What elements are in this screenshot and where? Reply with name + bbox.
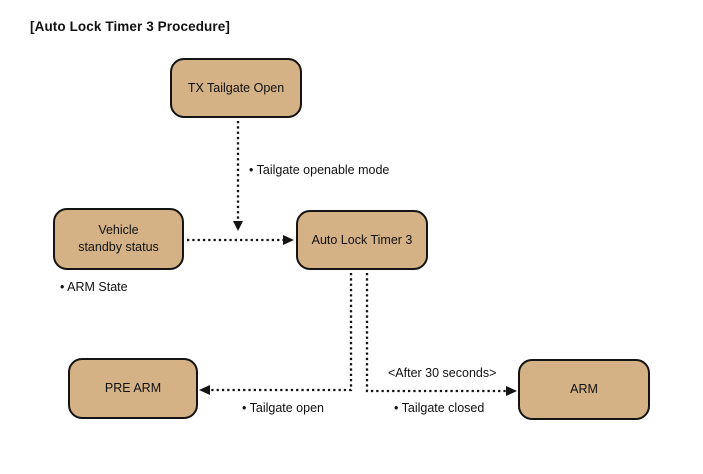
- node-auto-lock-timer-3: Auto Lock Timer 3: [296, 210, 428, 270]
- node-pre-arm: PRE ARM: [68, 358, 198, 419]
- node-arm: ARM: [518, 359, 650, 420]
- node-vehicle-standby-status: Vehicle standby status: [53, 208, 184, 270]
- label-tailgate-closed: • Tailgate closed: [394, 401, 485, 415]
- edge-timer-to-prearm: [210, 273, 353, 392]
- label-after-30-seconds: <After 30 seconds>: [388, 366, 497, 380]
- node-tx-tailgate-open: TX Tailgate Open: [170, 58, 302, 118]
- arrowhead-right-icon: [506, 386, 517, 396]
- arrowhead-left-icon: [199, 385, 210, 395]
- label-tailgate-openable-mode: • Tailgate openable mode: [249, 163, 390, 177]
- arrowhead-right-icon: [283, 235, 294, 245]
- diagram-title: [Auto Lock Timer 3 Procedure]: [30, 19, 230, 34]
- label-tailgate-open: • Tailgate open: [242, 401, 324, 415]
- label-arm-state: • ARM State: [60, 280, 128, 294]
- arrowhead-down-icon: [233, 221, 243, 231]
